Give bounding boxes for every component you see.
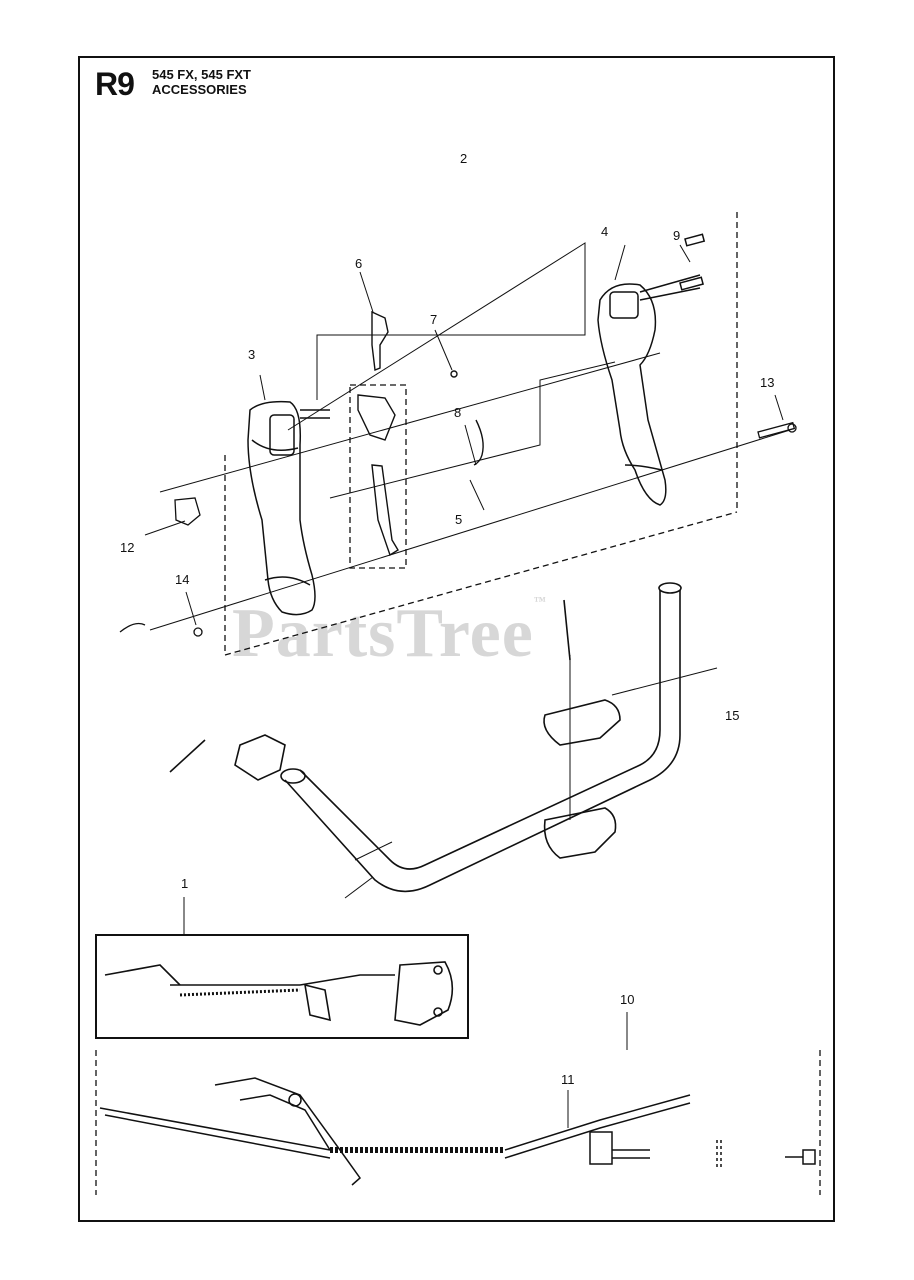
right-handle bbox=[597, 233, 706, 506]
callout-12: 12 bbox=[120, 540, 135, 555]
diagram-frame bbox=[78, 56, 835, 1222]
loop-handle bbox=[169, 582, 682, 893]
model-label: 545 FX, 545 FXT bbox=[152, 67, 251, 82]
section-label: ACCESSORIES bbox=[152, 82, 247, 97]
callout-2: 2 bbox=[460, 151, 468, 166]
diagram-title: 545 FX, 545 FXT ACCESSORIES bbox=[152, 67, 251, 97]
callout-4: 4 bbox=[601, 224, 609, 239]
diagram-code: R9 bbox=[95, 66, 135, 102]
left-handle bbox=[247, 400, 330, 616]
callout-10: 10 bbox=[620, 992, 635, 1007]
throttle-cable bbox=[99, 1077, 816, 1186]
callout-7: 7 bbox=[430, 312, 438, 327]
callout-14: 14 bbox=[175, 572, 190, 587]
callout-3: 3 bbox=[248, 347, 256, 362]
leader-lines bbox=[144, 242, 791, 1128]
callout-13: 13 bbox=[760, 375, 775, 390]
small-parts bbox=[119, 497, 203, 637]
callout-5: 5 bbox=[455, 512, 463, 527]
assembly-outline bbox=[95, 212, 821, 1195]
screws bbox=[757, 421, 797, 439]
callout-8: 8 bbox=[454, 405, 462, 420]
throttle-inset bbox=[95, 934, 469, 1039]
callout-9: 9 bbox=[673, 228, 681, 243]
watermark-logo: PartsTree™ bbox=[232, 594, 547, 672]
callout-6: 6 bbox=[355, 256, 363, 271]
callout-15: 15 bbox=[725, 708, 740, 723]
callout-1: 1 bbox=[181, 876, 189, 891]
callout-11: 11 bbox=[561, 1072, 575, 1087]
trigger-parts bbox=[357, 310, 484, 557]
